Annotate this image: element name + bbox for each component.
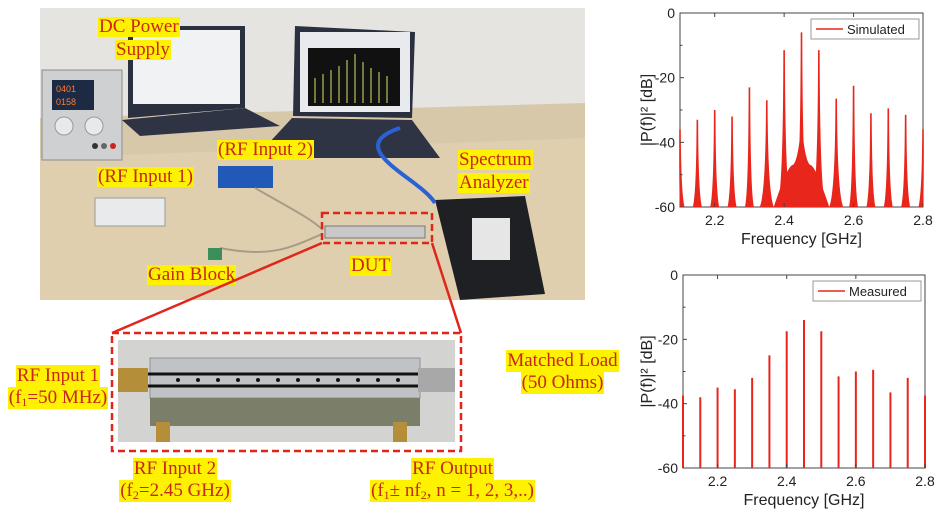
label-rf-input-1-freq: (f1=50 MHz) [7, 387, 109, 409]
psu-current: 0158 [56, 97, 76, 107]
laptop-right [255, 26, 440, 158]
y-tick-label: -40 [658, 396, 678, 412]
y-tick-label: -60 [658, 460, 678, 476]
freq-prefix: (f [8, 387, 22, 409]
freq-sub-2: 2 [420, 488, 427, 502]
label-rf-input-2-title: RF Input 2 [132, 458, 218, 480]
label-rf-output-title: RF Output [411, 458, 494, 480]
freq-sub: 1 [21, 395, 28, 409]
y-axis-label: |P(f)|² [dB] [639, 74, 656, 146]
freq-sub-1: 1 [383, 488, 390, 502]
dc-power-supply: 0401 0158 [41, 69, 123, 161]
dut-closeup-illustration [118, 340, 455, 442]
spectral-line [777, 50, 792, 207]
label-supply: Supply [115, 39, 171, 60]
spectral-line [679, 129, 685, 207]
label-matched-load-title: Matched Load [506, 350, 619, 372]
spectral-line [849, 85, 859, 207]
sma-connector-output [393, 422, 407, 442]
callout-line-right [430, 242, 463, 334]
spectral-line [710, 110, 720, 207]
label-spectrum: Spectrum [458, 149, 533, 170]
freq-prefix: (f [120, 480, 133, 502]
gain-block-device [208, 248, 222, 260]
x-tick-label: 2.6 [846, 473, 866, 489]
x-tick-label: 2.8 [915, 473, 935, 489]
label-rf-input-1-title: RF Input 1 [15, 365, 101, 387]
x-tick-label: 2.4 [774, 212, 794, 228]
spectrum-analyzer-device [435, 196, 545, 300]
sideband-fill [773, 122, 830, 207]
x-tick-label: 2.8 [913, 212, 933, 228]
dut-closeup-box [110, 331, 463, 453]
label-dut: DUT [350, 255, 392, 276]
dut-highlight-box [320, 211, 434, 245]
x-tick-label: 2.4 [777, 473, 797, 489]
sma-connector-input-1 [118, 368, 148, 392]
label-rf-input-1: (RF Input 1) [97, 166, 194, 187]
label-rf-input-1-block: RF Input 1 (f1=50 MHz) [2, 365, 114, 409]
rf-source-2-device [218, 166, 273, 188]
legend-box [812, 280, 922, 302]
x-tick-label: 2.2 [705, 212, 725, 228]
psu-voltage: 0401 [56, 84, 76, 94]
sma-connector-input-2 [156, 422, 170, 442]
label-matched-load-block: Matched Load (50 Ohms) [495, 350, 630, 394]
spectral-line [918, 129, 924, 207]
y-tick-label: -20 [658, 331, 678, 347]
freq-prefix: (f [371, 480, 384, 502]
data-series [682, 320, 926, 468]
freq-suffix: =2.45 GHz) [138, 480, 230, 502]
x-tick-label: 2.2 [708, 473, 728, 489]
x-axis-label: Frequency [GHz] [744, 492, 865, 509]
sma-connector-load [418, 368, 455, 392]
spectral-line [794, 32, 809, 208]
y-tick-label: 0 [667, 5, 675, 21]
legend: Simulated [810, 18, 920, 40]
label-gain-block: Gain Block [147, 264, 237, 285]
spectral-line [727, 116, 737, 207]
y-tick-label: 0 [670, 267, 678, 283]
dut-closeup-photo [118, 340, 455, 442]
spectral-line [811, 50, 826, 207]
y-axis-label: |P(f)|² [dB] [639, 335, 656, 407]
freq-suffix: , n = 1, 2, 3,..) [426, 480, 534, 502]
y-tick-label: -60 [655, 199, 675, 215]
spectral-line [692, 119, 702, 207]
freq-mid: ± nf [389, 480, 421, 502]
label-rf-input-2-freq: (f2=2.45 GHz) [119, 480, 231, 502]
rf-source-1-device [94, 197, 166, 227]
y-tick-label: -20 [655, 70, 675, 86]
y-tick-label: -40 [655, 134, 675, 150]
spectral-line [759, 100, 774, 207]
spectral-line [744, 87, 754, 207]
callout-line-left [111, 241, 323, 335]
spectral-line [901, 114, 911, 207]
spectral-line [829, 98, 844, 207]
x-tick-label: 2.6 [844, 212, 864, 228]
legend-label: Simulated [847, 22, 905, 37]
label-dc-power: DC Power [98, 16, 180, 37]
spectral-line [866, 113, 876, 207]
data-series [679, 32, 924, 208]
label-rf-input-2-block: RF Input 2 (f2=2.45 GHz) [100, 458, 250, 502]
legend-label: Measured [849, 284, 907, 299]
spectral-line [883, 108, 893, 207]
freq-sub: 2 [132, 488, 139, 502]
legend: Measured [812, 280, 922, 302]
dut-device [324, 225, 426, 239]
legend-box [810, 18, 920, 40]
label-rf-input-2: (RF Input 2) [217, 139, 314, 160]
label-matched-load-value: (50 Ohms) [520, 372, 605, 394]
label-analyzer: Analyzer [458, 172, 530, 193]
freq-suffix: =50 MHz) [27, 387, 108, 409]
label-rf-output-block: RF Output (f1 ± nf2, n = 1, 2, 3,..) [345, 458, 560, 502]
x-axis-label: Frequency [GHz] [741, 231, 862, 248]
label-rf-output-freq: (f1 ± nf2, n = 1, 2, 3,..) [370, 480, 535, 502]
